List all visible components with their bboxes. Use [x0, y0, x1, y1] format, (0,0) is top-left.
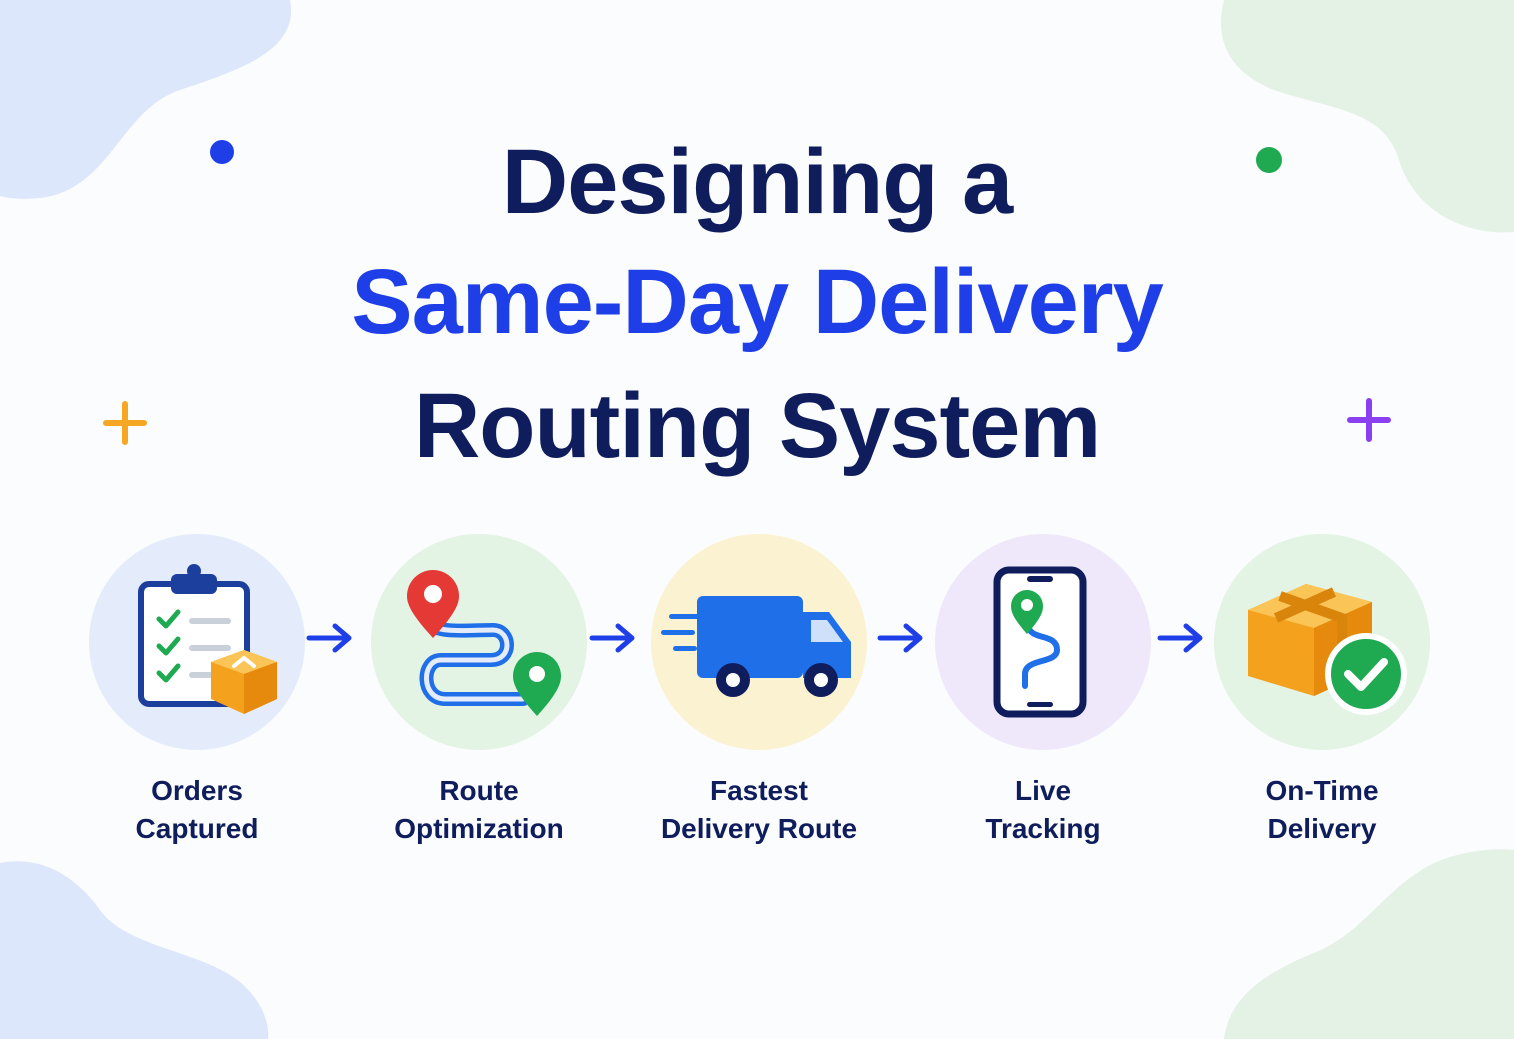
arrow-icon — [1157, 623, 1203, 653]
title-line-3: Routing System — [413, 375, 1101, 477]
step-label: Fastest Delivery Route — [660, 775, 858, 844]
arrow-icon — [877, 623, 923, 653]
step-circle — [935, 534, 1151, 750]
step-circle — [89, 534, 305, 750]
step-circle — [651, 534, 867, 750]
clipboard-checklist-icon — [138, 564, 277, 714]
title-line-2: Same-Day Delivery — [351, 251, 1164, 353]
blob-bottom-right — [1224, 849, 1514, 1039]
package-check-icon — [1248, 584, 1407, 715]
green-dot-decoration — [1256, 147, 1282, 173]
blob-top-right — [1221, 0, 1514, 233]
step-circle — [1214, 534, 1430, 750]
step-label: Route Optimization — [394, 775, 564, 844]
step-label: Live Tracking — [985, 775, 1101, 844]
step-label: On-Time Delivery — [1265, 775, 1379, 844]
phone-tracking-icon — [993, 566, 1087, 718]
purple-plus-decoration — [1347, 398, 1391, 442]
arrow-icon — [306, 623, 352, 653]
blue-dot-decoration — [210, 140, 234, 164]
map-route-pins-icon — [407, 570, 561, 716]
blob-bottom-left — [0, 861, 269, 1039]
step-circle — [371, 534, 587, 750]
delivery-truck-icon — [661, 596, 851, 697]
orange-plus-decoration — [103, 401, 147, 445]
title-line-1: Designing a — [501, 131, 1013, 233]
arrow-icon — [589, 623, 635, 653]
blob-top-left — [0, 0, 292, 199]
step-label: Orders Captured — [135, 775, 259, 844]
